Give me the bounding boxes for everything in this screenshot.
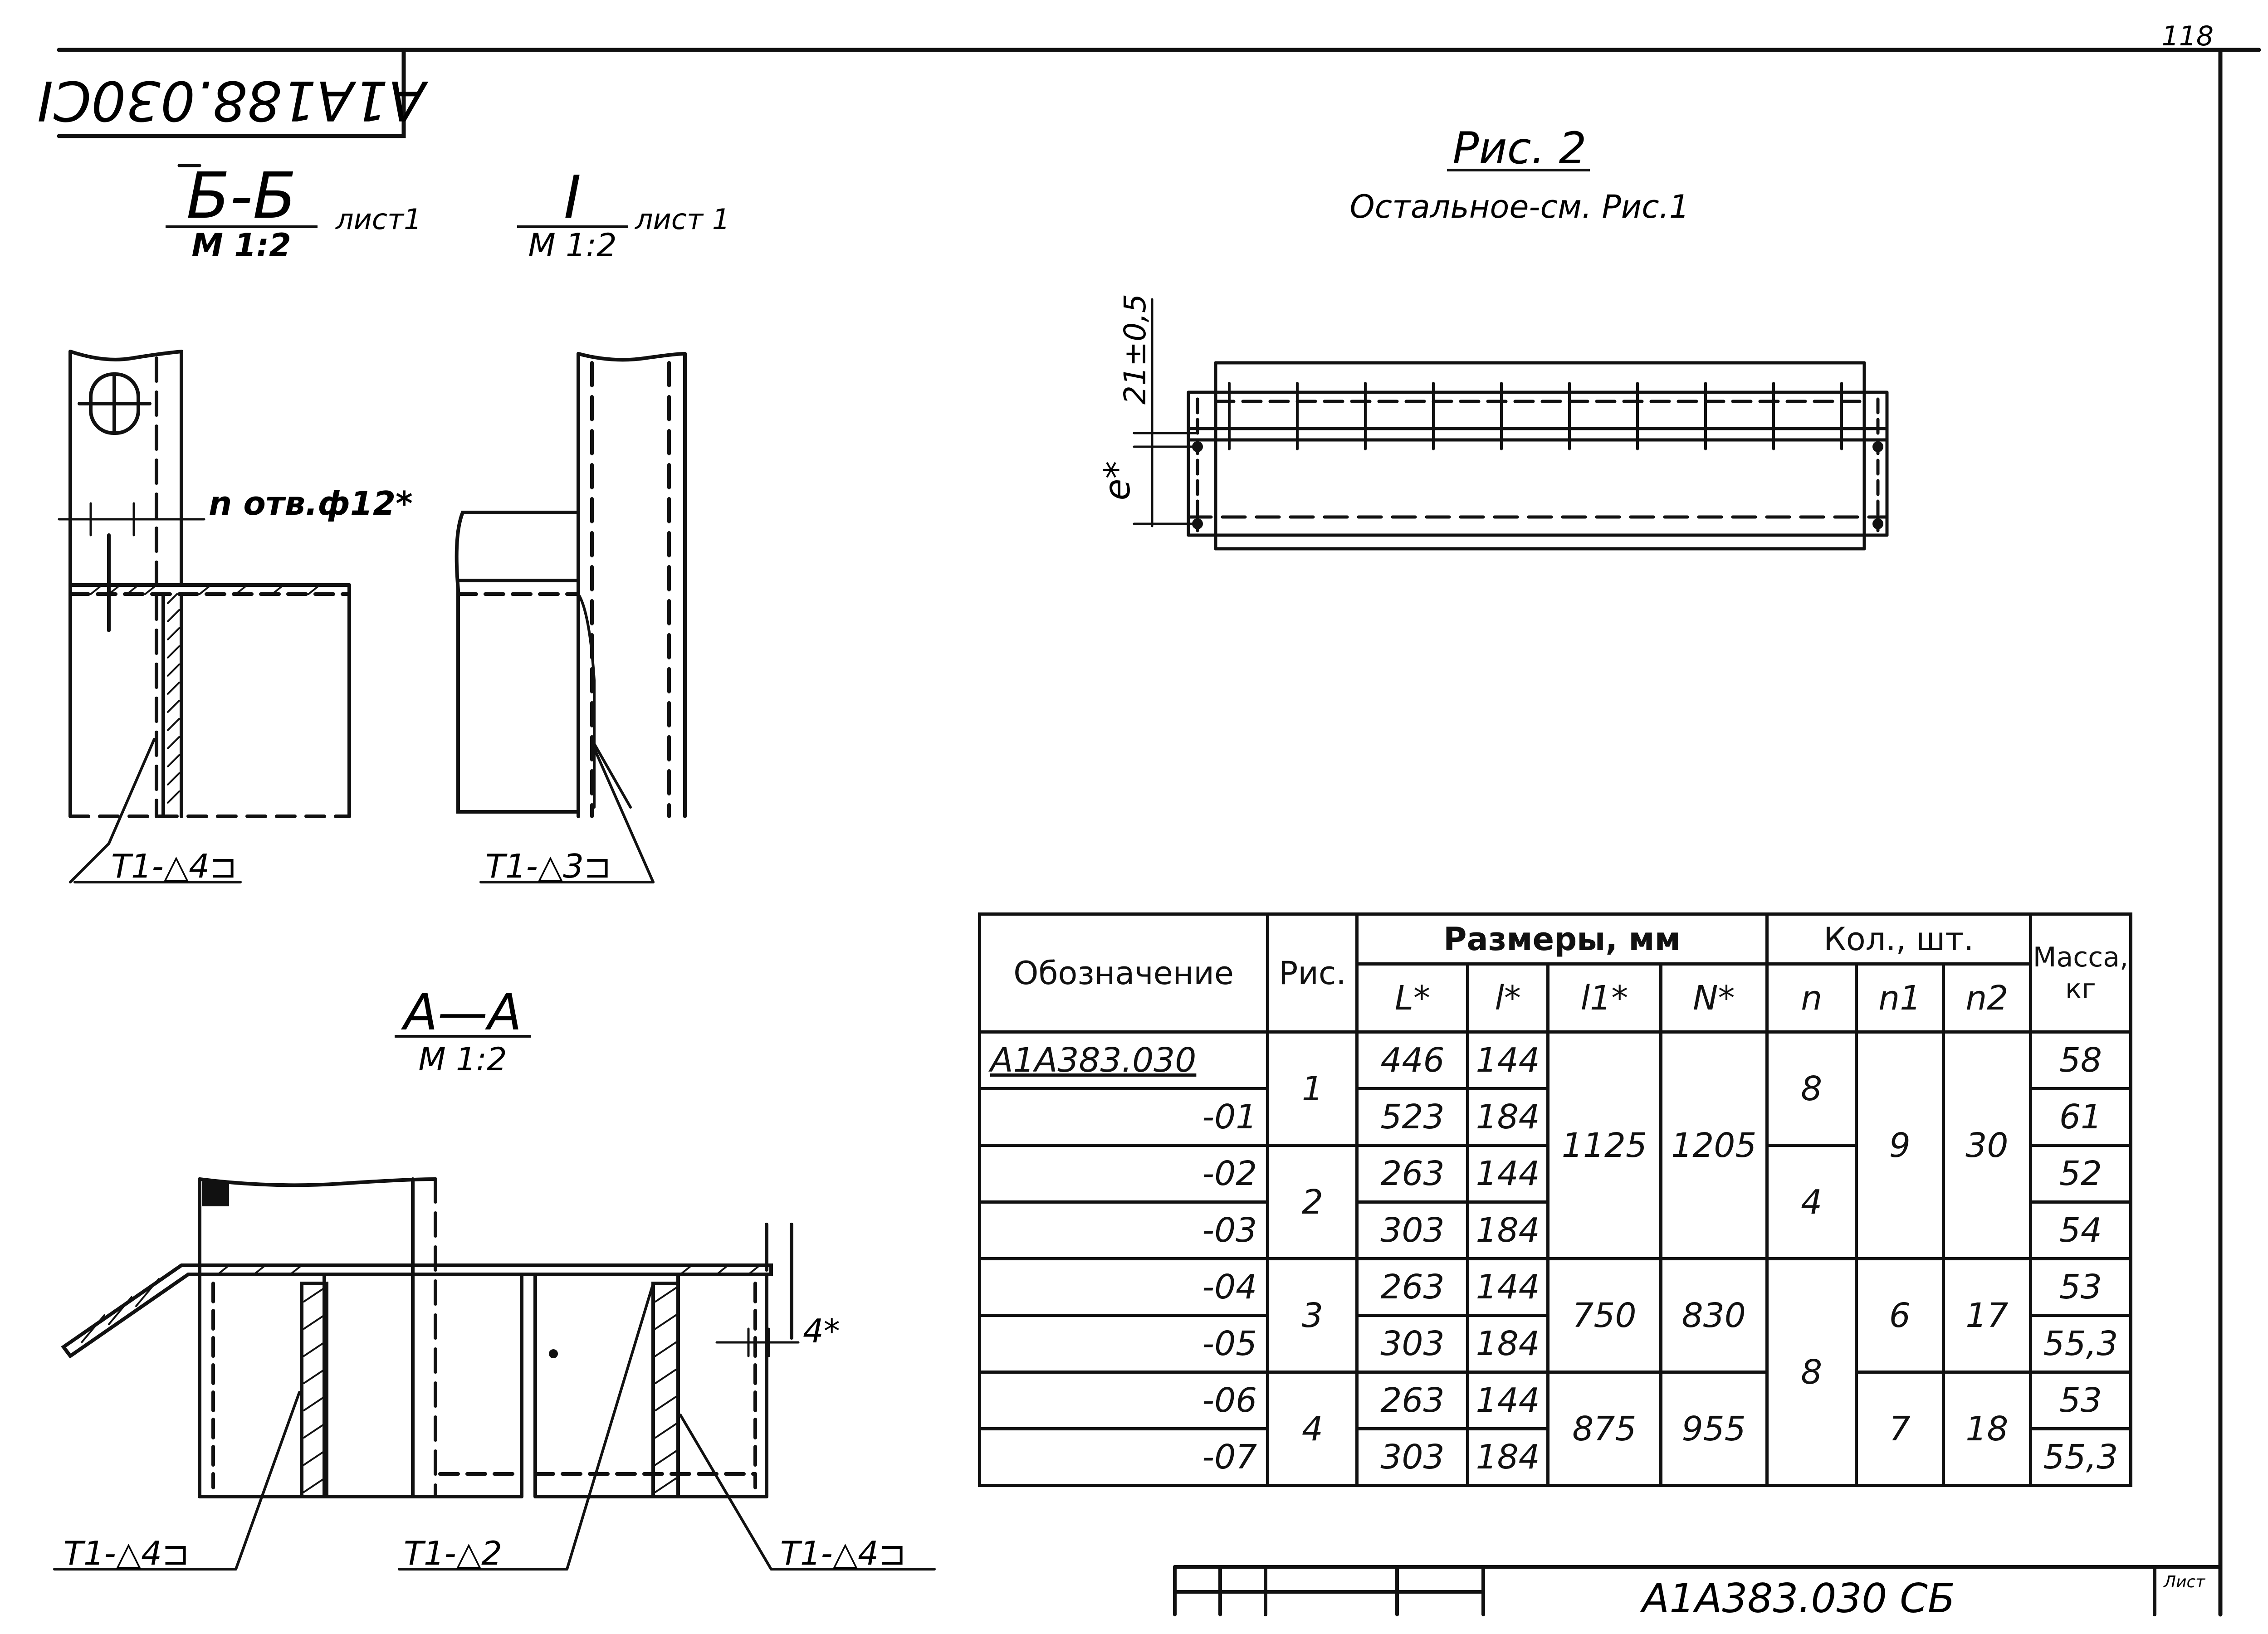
section-one-sheet: лист 1 (635, 203, 730, 236)
n-group: 8 (1765, 1257, 1858, 1487)
row-designation: A1A383.030 (978, 1030, 1270, 1090)
weld-aa-mid-label: Т1-△2 (404, 1534, 502, 1572)
header-l: l* (1466, 962, 1549, 1034)
row-L: 446 (1355, 1030, 1470, 1090)
row-L: 263 (1355, 1257, 1470, 1317)
row-l: 144 (1466, 1030, 1549, 1090)
fig-group: 4 (1266, 1371, 1359, 1487)
specification-table: Обозначение Рис. Размеры, мм Кол., шт. М… (978, 912, 2133, 1487)
row-designation: -01 (978, 1087, 1270, 1147)
row-l: 144 (1466, 1371, 1549, 1430)
section-bb-sheet: лист1 (335, 203, 422, 236)
header-dims: Размеры, мм (1355, 912, 1769, 966)
hole-annotation: n отв.ф12* (209, 484, 413, 522)
section-aa-title: А—А (401, 983, 522, 1041)
row-mass: 61 (2028, 1087, 2133, 1147)
section-one-drawing (455, 352, 687, 883)
row-l: 184 (1466, 1427, 1549, 1487)
N-group: 955 (1659, 1371, 1769, 1487)
header-designation: Обозначение (978, 912, 1270, 1034)
fig-group: 3 (1266, 1257, 1359, 1374)
header-n: n (1765, 962, 1858, 1034)
title-block-lines (1173, 1565, 2222, 1616)
fig-group: 2 (1266, 1144, 1359, 1260)
section-aa-scale: М 1:2 (418, 1041, 507, 1078)
weld-aa-left-label: Т1-△4⊐ (64, 1534, 189, 1572)
row-l: 184 (1466, 1200, 1549, 1260)
n1-group: 7 (1854, 1371, 1945, 1487)
section-bb-scale: М 1:2 (191, 227, 291, 264)
weld-one-label: Т1-△3⊐ (485, 847, 611, 885)
fig2-drawing (1133, 298, 1889, 551)
weld-aa-right-label: Т1-△4⊐ (780, 1534, 906, 1572)
title-block-code: A1A383.030 СБ (1640, 1575, 1955, 1622)
n1-group: 9 (1854, 1030, 1945, 1260)
row-designation: -04 (978, 1257, 1270, 1317)
row-mass: 55,3 (2028, 1314, 2133, 1374)
row-l: 184 (1466, 1087, 1549, 1147)
fig2-note: Остальное-см. Рис.1 (1350, 188, 1690, 225)
header-N: N* (1659, 962, 1769, 1034)
header-l1: l1* (1546, 962, 1662, 1034)
row-mass: 53 (2028, 1371, 2133, 1430)
l1-group: 1125 (1546, 1030, 1662, 1260)
section-bb-drawing (58, 164, 351, 883)
row-l: 144 (1466, 1144, 1549, 1204)
section-aa-drawing (53, 1177, 936, 1571)
header-mass: Масса, кг (2028, 912, 2133, 1034)
stamp-code: A1A188.030CI (37, 68, 429, 132)
page-number: 118 (2161, 20, 2214, 52)
row-L: 303 (1355, 1314, 1470, 1374)
row-mass: 52 (2028, 1144, 2133, 1204)
n1-group: 6 (1854, 1257, 1945, 1374)
header-qty: Кол., шт. (1765, 912, 2032, 966)
section-bb-title: Б-Б (186, 159, 297, 233)
n-group: 8 (1765, 1030, 1858, 1147)
N-group: 830 (1659, 1257, 1769, 1374)
row-L: 303 (1355, 1427, 1470, 1487)
n2-group: 30 (1941, 1030, 2032, 1260)
N-group: 1205 (1659, 1030, 1769, 1260)
row-mass: 58 (2028, 1030, 2133, 1090)
header-n2: n2 (1941, 962, 2032, 1034)
n-group: 4 (1765, 1144, 1858, 1260)
row-L: 523 (1355, 1087, 1470, 1147)
fig2-dim-top: 21±0,5 (1118, 294, 1153, 405)
header-fig: Рис. (1266, 912, 1359, 1034)
row-mass: 55,3 (2028, 1427, 2133, 1487)
row-designation: -03 (978, 1200, 1270, 1260)
row-L: 263 (1355, 1371, 1470, 1430)
row-L: 303 (1355, 1200, 1470, 1260)
row-designation: -02 (978, 1144, 1270, 1204)
row-mass: 54 (2028, 1200, 2133, 1260)
row-designation: -05 (978, 1314, 1270, 1374)
row-designation: -06 (978, 1371, 1270, 1430)
row-designation: -07 (978, 1427, 1270, 1487)
section-one-scale: М 1:2 (528, 227, 616, 264)
n2-group: 18 (1941, 1371, 2032, 1487)
l1-group: 875 (1546, 1371, 1662, 1487)
title-block-corner: Лист (2163, 1573, 2205, 1591)
weld-bb-label: Т1-△4⊐ (111, 847, 237, 885)
l1-group: 750 (1546, 1257, 1662, 1374)
row-l: 184 (1466, 1314, 1549, 1374)
fig2-title: Рис. 2 (1452, 123, 1586, 174)
fig-group: 1 (1266, 1030, 1359, 1147)
section-one-title: I (564, 163, 581, 232)
row-L: 263 (1355, 1144, 1470, 1204)
header-n1: n1 (1854, 962, 1945, 1034)
row-mass: 53 (2028, 1257, 2133, 1317)
row-l: 144 (1466, 1257, 1549, 1317)
header-L: L* (1355, 962, 1470, 1034)
fig2-dim-side: e* (1097, 461, 1138, 501)
thickness-label: 4* (803, 1312, 840, 1350)
n2-group: 17 (1941, 1257, 2032, 1374)
